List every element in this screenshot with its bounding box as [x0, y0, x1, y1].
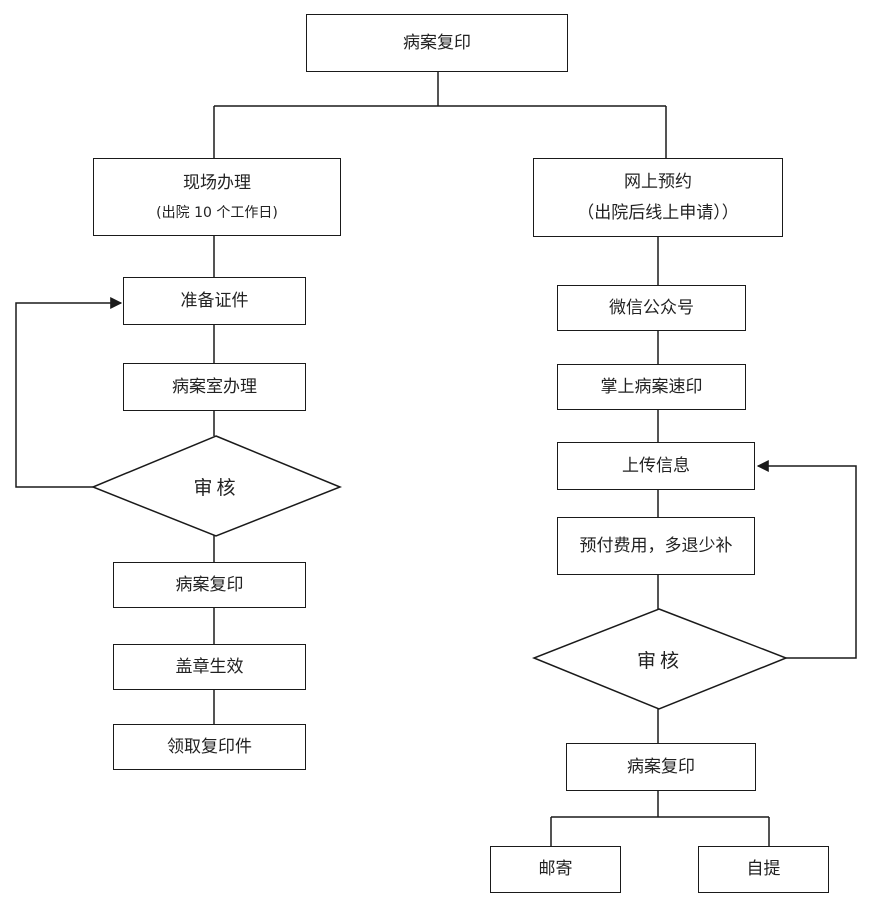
collect-copy-node: 领取复印件	[113, 724, 306, 770]
self-pickup-label: 自提	[746, 859, 781, 880]
right-review-decision: 审核	[534, 609, 786, 709]
upload-info-node: 上传信息	[557, 442, 755, 490]
upload-info-label: 上传信息	[622, 455, 690, 476]
prepare-documents-node: 准备证件	[123, 277, 306, 325]
wechat-account-label: 微信公众号	[609, 297, 694, 318]
stamp-node: 盖章生效	[113, 644, 306, 690]
stamp-label: 盖章生效	[175, 656, 244, 677]
self-pickup-node: 自提	[698, 846, 829, 893]
records-office-node: 病案室办理	[123, 363, 306, 411]
mail-node: 邮寄	[490, 846, 621, 893]
online-booking-node: 网上预约 （出院后线上申请））	[533, 158, 783, 237]
right-review-label: 审核	[636, 649, 683, 672]
prepare-documents-label: 准备证件	[180, 290, 249, 311]
root-node: 病案复印	[306, 14, 568, 72]
online-booking-note: （出院后线上申请））	[577, 202, 739, 223]
prepay-label: 预付费用，多退少补	[579, 535, 733, 556]
prepay-node: 预付费用，多退少补	[557, 517, 755, 575]
left-review-diamond-shape	[91, 435, 343, 537]
right-review-diamond-shape	[531, 608, 789, 710]
left-copy-node: 病案复印	[113, 562, 306, 608]
right-copy-node: 病案复印	[566, 743, 756, 791]
records-office-label: 病案室办理	[172, 376, 257, 397]
left-review-decision: 审核	[93, 436, 340, 536]
root-node-label: 病案复印	[403, 32, 471, 53]
left-review-label: 审核	[193, 476, 240, 499]
online-booking-title: 网上预约	[624, 172, 692, 193]
mobile-print-node: 掌上病案速印	[557, 364, 746, 410]
wechat-account-node: 微信公众号	[557, 285, 746, 331]
onsite-handling-node: 现场办理 (出院 10 个工作日)	[93, 158, 341, 236]
right-copy-label: 病案复印	[627, 756, 695, 777]
left-copy-label: 病案复印	[175, 574, 244, 595]
collect-copy-label: 领取复印件	[167, 736, 252, 757]
onsite-handling-title: 现场办理	[183, 172, 251, 193]
mail-label: 邮寄	[538, 859, 573, 880]
onsite-handling-note: (出院 10 个工作日)	[156, 204, 278, 221]
mobile-print-label: 掌上病案速印	[600, 376, 703, 397]
